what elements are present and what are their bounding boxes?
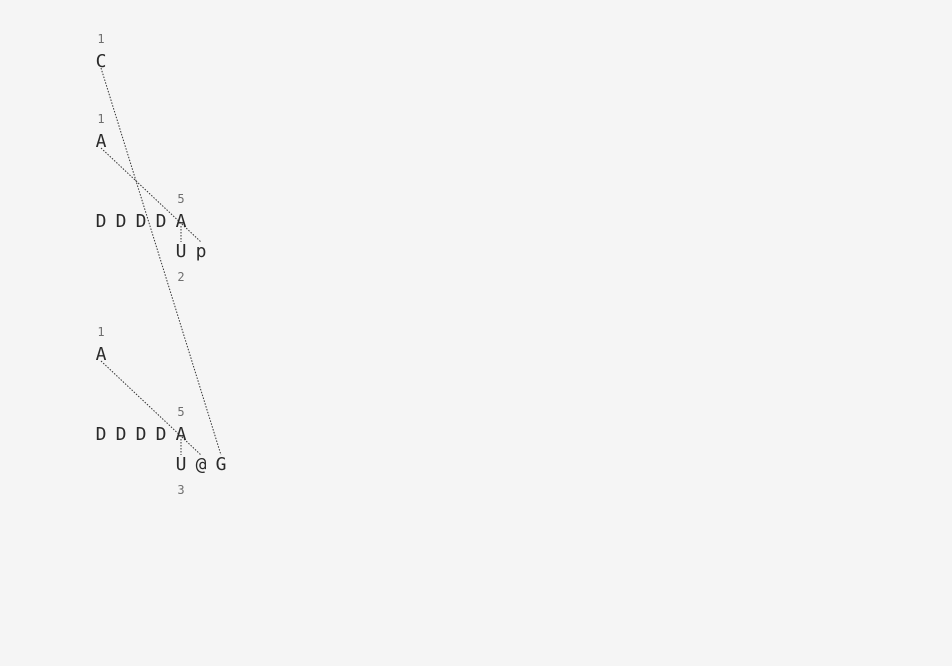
number-label: 5 — [177, 405, 184, 419]
glyph: D — [156, 211, 167, 232]
number-label: 3 — [177, 483, 184, 497]
glyph: A — [96, 131, 107, 152]
number-label: 5 — [177, 192, 184, 206]
number-label: 1 — [97, 112, 104, 126]
glyph: D — [136, 424, 147, 445]
glyph: D — [136, 211, 147, 232]
glyph: D — [96, 211, 107, 232]
glyph: p — [196, 241, 207, 262]
connector-a-to-at — [100, 360, 202, 456]
connectors — [100, 67, 222, 456]
glyph: U — [176, 454, 187, 475]
glyph: @ — [196, 454, 207, 475]
glyph: D — [116, 211, 127, 232]
glyph: D — [116, 424, 127, 445]
glyph: C — [96, 51, 107, 72]
block-1: 1 C — [96, 32, 107, 72]
glyph: D — [156, 424, 167, 445]
number-label: 2 — [177, 270, 184, 284]
block-3: 1 A 5 D D D D A U @ G 3 — [96, 325, 227, 497]
number-label: 1 — [97, 325, 104, 339]
glyph: U — [176, 241, 187, 262]
glyph: A — [176, 211, 187, 232]
glyph: A — [96, 344, 107, 365]
block-2: 1 A 5 D D D D A U p 2 — [96, 112, 207, 284]
glyph: D — [96, 424, 107, 445]
number-label: 1 — [97, 32, 104, 46]
glyph: A — [176, 424, 187, 445]
glyph: G — [216, 454, 227, 475]
connector-a-to-p — [100, 147, 202, 243]
